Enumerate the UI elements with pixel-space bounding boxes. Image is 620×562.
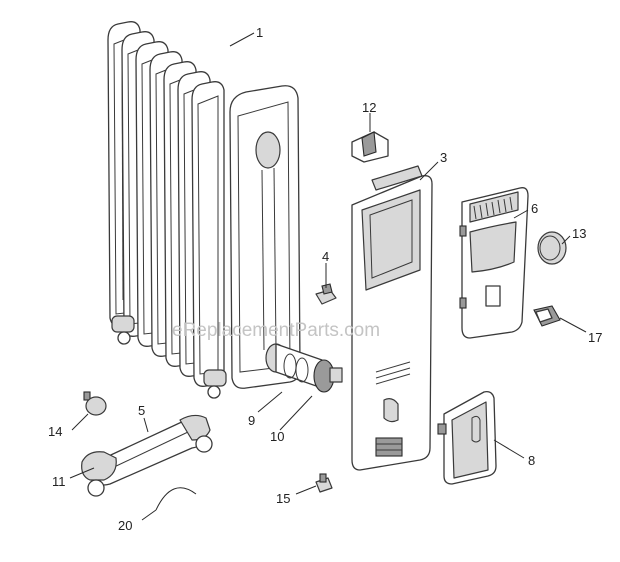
- callout-13: 13: [572, 226, 586, 241]
- callout-numbers: 1 12 3 6 13 4 17 5 9 10 14 8 11 15 20: [48, 25, 602, 533]
- callout-11: 11: [52, 474, 66, 489]
- callout-10: 10: [270, 429, 284, 444]
- callout-15: 15: [276, 491, 290, 506]
- rocker-switch: [533, 305, 561, 327]
- callout-12: 12: [362, 100, 376, 115]
- u-bolt: [155, 487, 197, 511]
- callout-20: 20: [118, 518, 132, 533]
- radiator-fins: [107, 21, 301, 399]
- callout-1: 1: [256, 25, 263, 40]
- caster-wheel: [83, 391, 107, 416]
- mounting-bracket: [351, 131, 389, 163]
- front-panel: [351, 165, 433, 471]
- control-housing: [459, 187, 529, 339]
- callout-4: 4: [322, 249, 329, 264]
- side-cover: [437, 390, 497, 485]
- callout-5: 5: [138, 403, 145, 418]
- callout-9: 9: [248, 413, 255, 428]
- callout-8: 8: [528, 453, 535, 468]
- control-knob: [537, 231, 567, 265]
- watermark: eReplacementParts.com: [172, 320, 380, 341]
- callout-6: 6: [531, 201, 538, 216]
- leader-lines: [69, 32, 587, 521]
- small-clip: [315, 283, 337, 305]
- callout-17: 17: [588, 330, 602, 345]
- callout-14: 14: [48, 424, 62, 439]
- caster-base: [81, 414, 213, 497]
- screw-clip: [315, 473, 333, 493]
- callout-3: 3: [440, 150, 447, 165]
- heating-element: [265, 343, 343, 393]
